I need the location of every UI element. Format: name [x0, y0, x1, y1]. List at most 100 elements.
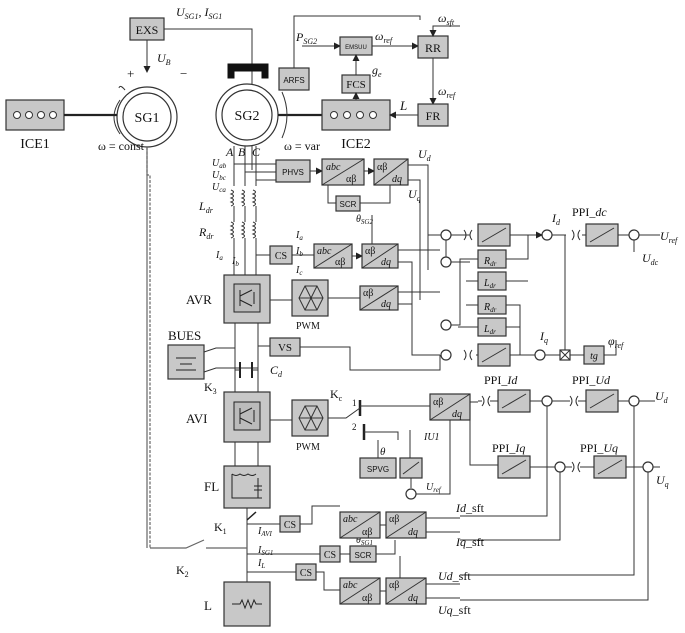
- ice1-cylinders: [13, 111, 57, 119]
- svg-text:dq: dq: [381, 299, 391, 310]
- svg-text:Ldr: Ldr: [483, 324, 496, 336]
- avi-label: AVI: [186, 411, 207, 426]
- svg-text:αβ: αβ: [433, 397, 443, 408]
- phase-B-label: B: [238, 145, 246, 159]
- uref-label: Uref: [660, 229, 679, 245]
- svg-text:αβ: αβ: [346, 174, 356, 185]
- avr-block: [223, 274, 271, 324]
- svg-text:SCR: SCR: [355, 551, 372, 560]
- svg-text:IL: IL: [257, 558, 265, 570]
- omega-var-label: ω = var: [284, 139, 320, 153]
- svg-text:CS: CS: [300, 568, 312, 579]
- svg-text:IAVI: IAVI: [257, 526, 273, 538]
- pwm2-label: PWM: [296, 442, 320, 453]
- svg-text:αβ: αβ: [389, 514, 399, 525]
- svg-text:αβ: αβ: [363, 288, 373, 299]
- ge-label: ge: [372, 63, 382, 79]
- svg-text:CS: CS: [324, 550, 336, 561]
- svg-text:Ldr: Ldr: [483, 278, 496, 290]
- L-label-ice2: L: [399, 98, 407, 113]
- theta-sg2-label: θSG2: [356, 214, 373, 226]
- svg-text:1: 1: [352, 398, 357, 408]
- uq-label: Uq: [408, 187, 421, 203]
- fcs-label: FCS: [346, 79, 366, 91]
- avr-label: AVR: [186, 292, 212, 307]
- ldr-side-label: Ldr: [198, 199, 214, 215]
- svg-text:Ib: Ib: [231, 256, 239, 268]
- svg-text:2: 2: [352, 422, 357, 432]
- minus-sign: −: [180, 66, 187, 81]
- bues-label: BUES: [168, 328, 201, 343]
- phase-A-label: A: [225, 145, 234, 159]
- svg-text:Ia: Ia: [215, 250, 223, 262]
- svg-text:Uq: Uq: [656, 473, 669, 489]
- omega-ref-top: ωref: [375, 29, 394, 45]
- ldr-coils: [230, 189, 256, 207]
- svg-text:tg: tg: [590, 351, 598, 362]
- rotation-arc-2: [281, 91, 288, 139]
- ppi-ud-label: PPI_Ud: [572, 373, 611, 387]
- cd-label: Cd: [270, 363, 283, 379]
- svg-text:αβ: αβ: [365, 246, 375, 257]
- bues-block: [167, 344, 205, 380]
- svg-text:Uca: Uca: [212, 182, 226, 194]
- svg-text:abc: abc: [343, 514, 358, 525]
- svg-text:abc: abc: [317, 246, 332, 257]
- svg-text:Ib: Ib: [295, 246, 303, 258]
- svg-text:Ubc: Ubc: [212, 170, 227, 182]
- svg-text:αβ: αβ: [335, 257, 345, 268]
- usg1-isg1-label: USG1, ISG1: [176, 5, 222, 21]
- svg-text:abc: abc: [326, 162, 341, 173]
- svg-text:VS: VS: [278, 342, 292, 354]
- sg1-label: SG1: [135, 111, 160, 126]
- svg-text:CS: CS: [275, 251, 287, 262]
- ppi-iq-label: PPI_Iq: [492, 441, 525, 455]
- udc-label: Udc: [642, 251, 659, 267]
- sg1-inner: [122, 92, 172, 142]
- iu1-label: IU1: [423, 432, 440, 443]
- uq-sft-label: Uq_sft: [438, 603, 471, 617]
- summing-junctions: [440, 229, 640, 361]
- phvs-label: PHVS: [282, 168, 304, 177]
- phase-lines-top: [233, 146, 257, 186]
- svg-text:Ia: Ia: [295, 230, 303, 242]
- emsuu-label: EMSUU: [345, 45, 367, 51]
- ud-sft-label: Ud_sft: [438, 569, 471, 583]
- rdr-side-label: Rdr: [198, 225, 214, 241]
- svg-text:Rdr: Rdr: [483, 302, 497, 314]
- plus-sign: +: [127, 66, 134, 81]
- iq-label: Iq: [539, 329, 548, 345]
- omega-ref-right: ωref: [438, 84, 457, 100]
- svg-text:αβ: αβ: [362, 593, 372, 604]
- ice1-label: ICE1: [20, 137, 50, 152]
- ud-label: Ud: [418, 147, 432, 163]
- svg-text:Uref: Uref: [426, 482, 442, 494]
- k3-label: K3: [204, 380, 217, 396]
- pwm1-label: PWM: [296, 321, 320, 332]
- svg-text:dq: dq: [381, 257, 391, 268]
- sg2-label: SG2: [235, 109, 260, 124]
- ppi-dc-label: PPI_dc: [572, 205, 607, 219]
- ub-label: UB: [157, 51, 171, 67]
- svg-text:θ: θ: [380, 446, 386, 458]
- kc-label: Kc: [330, 387, 343, 403]
- exs-label: EXS: [136, 23, 159, 37]
- svg-text:abc: abc: [343, 580, 358, 591]
- sg2-inner: [221, 89, 273, 141]
- ice2-label: ICE2: [341, 137, 371, 152]
- filter-symbols: [463, 229, 581, 361]
- svg-text:Ic: Ic: [295, 265, 303, 277]
- ppi-uq-label: PPI_Uq: [580, 441, 618, 455]
- svg-text:αβ: αβ: [362, 527, 372, 538]
- rr-label: RR: [425, 41, 441, 55]
- iq-sft-label: Iq_sft: [455, 535, 485, 549]
- load-label: L: [204, 598, 212, 613]
- svg-text:αβ: αβ: [389, 580, 399, 591]
- svg-text:Uab: Uab: [212, 158, 227, 170]
- k1-label: K1: [214, 520, 227, 536]
- omega-sft-label: ωsft: [438, 11, 455, 27]
- psg2-label: PSG2: [295, 30, 317, 46]
- phi-ref-label: φref: [608, 334, 625, 350]
- svg-text:ISG1: ISG1: [257, 545, 273, 557]
